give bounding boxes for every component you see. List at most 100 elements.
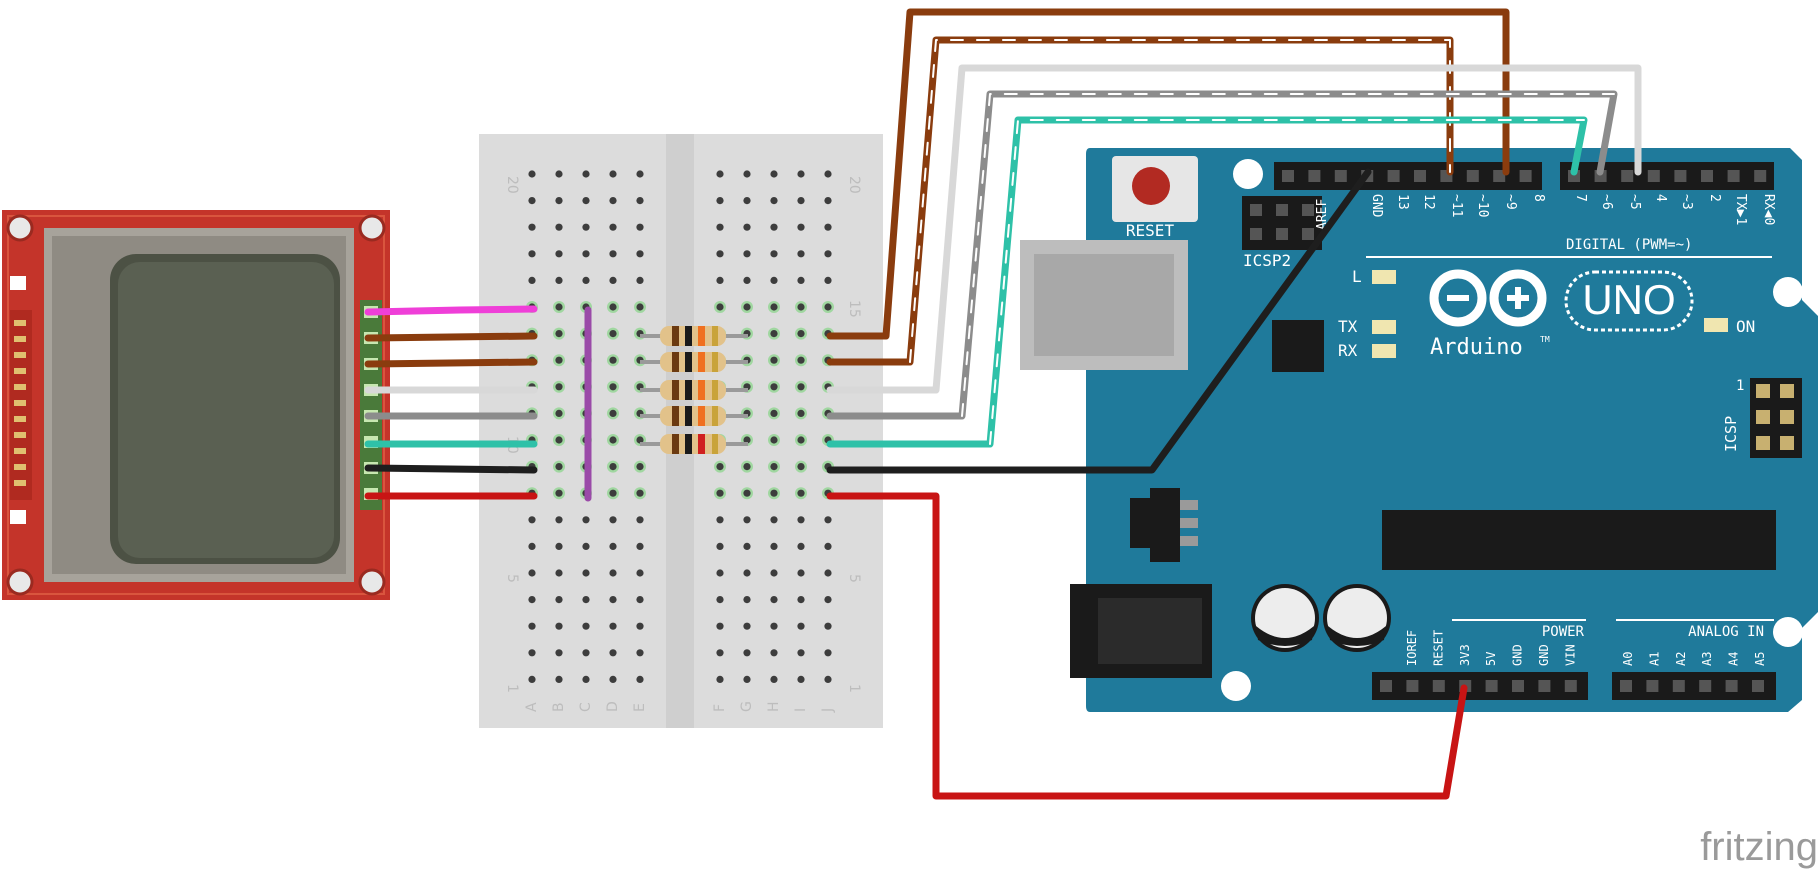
breadboard-hole[interactable] — [555, 383, 563, 391]
wire-brown-lcd-1[interactable] — [364, 332, 538, 342]
breadboard-hole[interactable] — [555, 596, 563, 604]
breadboard-hole[interactable] — [528, 250, 536, 258]
breadboard-hole[interactable] — [636, 649, 644, 657]
breadboard-hole[interactable] — [770, 622, 778, 630]
breadboard-hole[interactable] — [797, 223, 805, 231]
breadboard-hole[interactable] — [528, 542, 536, 551]
breadboard-hole[interactable] — [743, 542, 751, 551]
breadboard-hole[interactable] — [609, 276, 617, 284]
breadboard-hole[interactable] — [824, 622, 832, 630]
breadboard-hole[interactable] — [582, 596, 590, 604]
breadboard-hole[interactable] — [716, 516, 724, 524]
breadboard-hole[interactable] — [582, 223, 590, 231]
breadboard-hole[interactable] — [770, 542, 778, 551]
breadboard-hole[interactable] — [743, 489, 751, 497]
breadboard-hole[interactable] — [636, 542, 644, 551]
breadboard-hole[interactable] — [716, 542, 724, 551]
breadboard-hole[interactable] — [555, 356, 563, 364]
breadboard-hole[interactable] — [797, 250, 805, 258]
breadboard-hole[interactable] — [770, 569, 778, 577]
breadboard-hole[interactable] — [770, 596, 778, 604]
breadboard-hole[interactable] — [528, 649, 536, 657]
breadboard-hole[interactable] — [797, 489, 805, 497]
breadboard-hole[interactable] — [555, 542, 563, 551]
breadboard-hole[interactable] — [528, 596, 536, 604]
breadboard-hole[interactable] — [716, 489, 724, 497]
breadboard-hole[interactable] — [636, 596, 644, 604]
breadboard-hole[interactable] — [824, 675, 832, 684]
breadboard-hole[interactable] — [824, 223, 832, 231]
breadboard-hole[interactable] — [743, 250, 751, 258]
breadboard-hole[interactable] — [824, 250, 832, 258]
breadboard-hole[interactable] — [770, 250, 778, 258]
breadboard-hole[interactable] — [636, 223, 644, 231]
breadboard-hole[interactable] — [555, 622, 563, 630]
breadboard-hole[interactable] — [555, 303, 563, 311]
breadboard-hole[interactable] — [609, 596, 617, 604]
breadboard-hole[interactable] — [528, 197, 536, 205]
breadboard-hole[interactable] — [582, 250, 590, 258]
wire-white-pin5[interactable] — [826, 64, 1642, 394]
breadboard-hole[interactable] — [555, 436, 563, 444]
breadboard-hole[interactable] — [770, 223, 778, 231]
breadboard-hole[interactable] — [797, 276, 805, 284]
breadboard-hole[interactable] — [528, 622, 536, 630]
breadboard-hole[interactable] — [582, 516, 590, 524]
breadboard-hole[interactable] — [770, 276, 778, 284]
breadboard-hole[interactable] — [609, 622, 617, 630]
breadboard-hole[interactable] — [770, 383, 778, 391]
breadboard-hole[interactable] — [555, 489, 563, 497]
breadboard-hole[interactable] — [636, 250, 644, 258]
breadboard-hole[interactable] — [609, 436, 617, 444]
breadboard-hole[interactable] — [636, 622, 644, 630]
breadboard-hole[interactable] — [743, 649, 751, 657]
breadboard-hole[interactable] — [770, 675, 778, 684]
wire-red-3v3[interactable] — [826, 492, 1468, 800]
breadboard-hole[interactable] — [770, 436, 778, 444]
breadboard-hole[interactable] — [797, 383, 805, 391]
breadboard-hole[interactable] — [528, 276, 536, 284]
breadboard-hole[interactable] — [770, 330, 778, 338]
breadboard-hole[interactable] — [716, 675, 724, 684]
breadboard-hole[interactable] — [797, 170, 805, 178]
breadboard-hole[interactable] — [716, 303, 724, 311]
breadboard-hole[interactable] — [582, 675, 590, 684]
breadboard-hole[interactable] — [555, 276, 563, 284]
breadboard-hole[interactable] — [609, 303, 617, 311]
breadboard-hole[interactable] — [716, 250, 724, 258]
breadboard-hole[interactable] — [636, 170, 644, 178]
breadboard-hole[interactable] — [743, 622, 751, 630]
breadboard-hole[interactable] — [582, 622, 590, 630]
breadboard-hole[interactable] — [824, 596, 832, 604]
breadboard-hole[interactable] — [555, 516, 563, 524]
breadboard-hole[interactable] — [743, 675, 751, 684]
breadboard-hole[interactable] — [582, 569, 590, 577]
breadboard-hole[interactable] — [636, 276, 644, 284]
breadboard-hole[interactable] — [555, 170, 563, 178]
breadboard-hole[interactable] — [609, 569, 617, 577]
breadboard-hole[interactable] — [636, 197, 644, 205]
breadboard-hole[interactable] — [824, 303, 832, 311]
breadboard-hole[interactable] — [636, 463, 644, 471]
breadboard-hole[interactable] — [797, 330, 805, 338]
breadboard-hole[interactable] — [528, 516, 536, 524]
breadboard-hole[interactable] — [797, 622, 805, 630]
breadboard-hole[interactable] — [528, 170, 536, 178]
breadboard-hole[interactable] — [797, 436, 805, 444]
breadboard-hole[interactable] — [770, 303, 778, 311]
breadboard-hole[interactable] — [582, 197, 590, 205]
breadboard-hole[interactable] — [609, 330, 617, 338]
breadboard-hole[interactable] — [609, 675, 617, 684]
breadboard-hole[interactable] — [609, 356, 617, 364]
breadboard-hole[interactable] — [743, 596, 751, 604]
breadboard-hole[interactable] — [716, 197, 724, 205]
breadboard-hole[interactable] — [743, 463, 751, 471]
breadboard-hole[interactable] — [582, 542, 590, 551]
breadboard-hole[interactable] — [636, 516, 644, 524]
breadboard-hole[interactable] — [797, 596, 805, 604]
breadboard-hole[interactable] — [555, 409, 563, 417]
breadboard-hole[interactable] — [555, 463, 563, 471]
breadboard-hole[interactable] — [824, 197, 832, 205]
breadboard-hole[interactable] — [743, 223, 751, 231]
breadboard-hole[interactable] — [555, 675, 563, 684]
